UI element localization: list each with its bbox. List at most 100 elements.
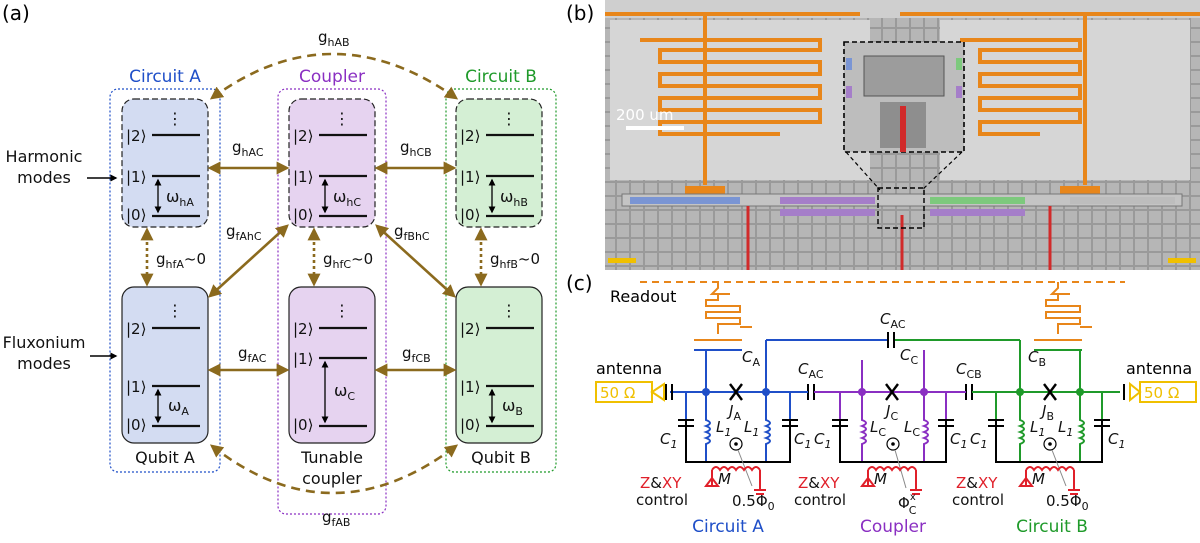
omega-a-label: ωA [168, 396, 189, 418]
circuit-a-bottom: Circuit A [692, 517, 764, 537]
m-b-label: M [1032, 470, 1045, 488]
qubit-a-label: Qubit A [135, 448, 195, 467]
antenna-left-label: antenna [596, 359, 662, 378]
readout-label: Readout [610, 287, 676, 306]
ket0-hc: |0⟩ [293, 206, 313, 224]
ket0-fa: |0⟩ [126, 416, 146, 434]
arrow-fbhc [375, 224, 456, 298]
ket1-ha: |1⟩ [126, 168, 146, 186]
ket0-fb: |0⟩ [460, 416, 480, 434]
l1-a-left: L1 [716, 418, 731, 439]
l1-a-right: L1 [744, 418, 759, 439]
g-hfb-label: ghfB~0 [490, 250, 540, 271]
g-fac-label: gfAC [238, 344, 267, 365]
circuit-b-bottom: Circuit B [1016, 517, 1088, 537]
lc-right: LC [904, 418, 920, 439]
scale-bar [626, 126, 684, 130]
harmonic-modes-label-2: modes [17, 168, 71, 187]
ccb-label: CCB [956, 360, 982, 381]
dots-fa: ⋮ [167, 301, 183, 320]
antenna-left-ohm: 50 Ω [600, 384, 635, 402]
omega-ha-label: ωhA [166, 187, 194, 209]
ca-label: CA [742, 348, 760, 369]
half-phi-a: 0.5Φ0 [732, 492, 775, 513]
chip-coupler-pad-a [780, 197, 875, 204]
g-fbhc-label: gfBhC [394, 222, 430, 243]
panel-c-label: (c) [566, 271, 593, 295]
dots-fc: ⋮ [334, 301, 350, 320]
dots-hc: ⋮ [334, 109, 350, 128]
dots-hb: ⋮ [501, 109, 517, 128]
dots-fb: ⋮ [501, 301, 517, 320]
omega-hc-label: ωhC [333, 187, 361, 209]
coupler-bottom: Coupler [860, 517, 926, 537]
cb-label: CB [1028, 348, 1046, 369]
g-hac-label: ghAC [232, 138, 264, 159]
half-phi-b: 0.5Φ0 [1046, 492, 1089, 513]
qubit-b-label: Qubit B [471, 448, 531, 467]
omega-c-label: ωC [334, 381, 355, 403]
harmonic-levels [152, 133, 534, 218]
chip-coupler-pad-c [930, 209, 1025, 216]
panel-b: (b) [566, 0, 1200, 270]
dots-ha: ⋮ [167, 109, 183, 128]
panel-a: (a) Circuit A Coupler Circuit B ⋮ [2, 1, 557, 529]
ket1-fc: |1⟩ [293, 350, 313, 368]
antenna-right-label: antenna [1126, 359, 1192, 378]
ket1-hb: |1⟩ [460, 168, 480, 186]
control-a: control [636, 491, 688, 509]
scale-bar-label: 200 um [616, 106, 674, 124]
arrow-fahc [208, 224, 289, 298]
g-hfa-label: ghfA~0 [156, 250, 206, 271]
ket0-hb: |0⟩ [460, 206, 480, 224]
zxy-b: Z&XY [956, 474, 998, 492]
arrow-hab [209, 52, 459, 100]
ket2-hb: |2⟩ [460, 127, 480, 145]
arrow-fab [209, 444, 459, 495]
c1-c-right: C1 [950, 430, 967, 451]
chip-coupler-pad-b [780, 209, 875, 216]
zxy-a: Z&XY [640, 474, 682, 492]
g-fcb-label: gfCB [402, 344, 431, 365]
ket0-ha: |0⟩ [126, 206, 146, 224]
panel-a-label: (a) [2, 1, 30, 25]
harmonic-box-a [121, 98, 209, 228]
c1-a-right: C1 [794, 430, 811, 451]
ket1-hc: |1⟩ [293, 168, 313, 186]
ket2-hc: |2⟩ [293, 127, 313, 145]
fluxonium-modes-label-2: modes [17, 354, 71, 373]
harmonic-modes-label-1: Harmonic [6, 147, 83, 166]
control-b: control [952, 491, 1004, 509]
zxy-c: Z&XY [798, 474, 840, 492]
g-hfc-label: ghfC~0 [323, 250, 373, 271]
omega-b-label: ωB [502, 396, 523, 418]
ket1-fa: |1⟩ [126, 378, 146, 396]
l1-b-right: L1 [1058, 418, 1073, 439]
ket2-fb: |2⟩ [460, 320, 480, 338]
g-hcb-label: ghCB [400, 138, 432, 159]
g-fahc-label: gfAhC [226, 222, 262, 243]
g-fab-label: gfAB [322, 508, 350, 529]
chip-qubit-b-pad [930, 197, 1025, 204]
coupler-title: Coupler [299, 67, 365, 87]
lc-left: LC [870, 418, 886, 439]
circuit-b-title: Circuit B [465, 67, 537, 87]
cc-label: CC [900, 346, 918, 367]
fluxonium-modes-label-1: Fluxonium [3, 333, 86, 352]
control-c: control [794, 491, 846, 509]
ket2-ha: |2⟩ [126, 127, 146, 145]
c1-b-right: C1 [1108, 430, 1125, 451]
m-c-label: M [874, 470, 887, 488]
omega-hb-label: ωhB [500, 187, 528, 209]
zoom-source [877, 187, 925, 229]
circuit-b-outline [445, 88, 557, 473]
antenna-right-ohm: 50 Ω [1144, 384, 1179, 402]
c1-a-left: C1 [660, 430, 677, 451]
ket0-fc: |0⟩ [293, 416, 313, 434]
g-hab-label: ghAB [318, 28, 350, 49]
l1-b-left: L1 [1030, 418, 1045, 439]
tunable-label-2: coupler [302, 469, 362, 488]
jc-label: JC [883, 402, 898, 423]
jb-label: JB [1039, 402, 1054, 423]
